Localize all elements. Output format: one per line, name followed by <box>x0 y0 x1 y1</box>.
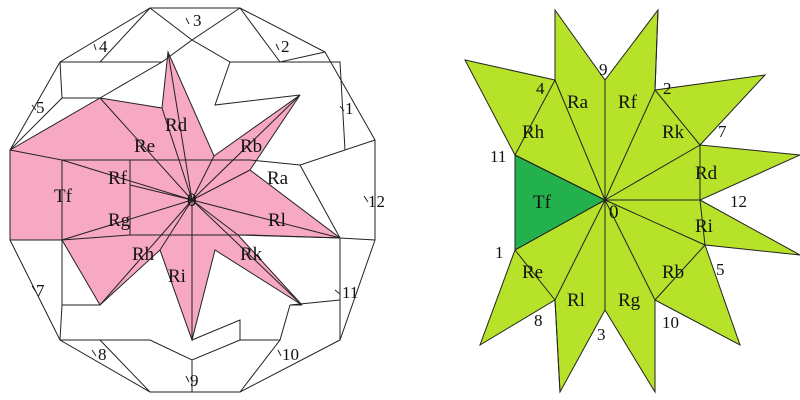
left-region-label-rf: Rf <box>108 168 128 189</box>
right-region-label-rb: Rb <box>662 262 684 283</box>
right-vertex-label-5: 5 <box>716 260 725 279</box>
left-vertex-label-3: 3 <box>193 11 202 30</box>
left-region-label-rl: Rl <box>268 210 286 231</box>
vertex-tick-marks <box>31 17 369 383</box>
right-vertex-label-8: 8 <box>534 311 543 330</box>
left-region-label-rh: Rh <box>132 244 155 265</box>
right-vertex-label-2: 2 <box>663 79 672 98</box>
right-region-label-ra: Ra <box>567 92 589 113</box>
right-region-label-ri: Ri <box>695 216 713 237</box>
right-vertex-label-3: 3 <box>597 325 606 344</box>
left-vertex-label-12: 12 <box>368 192 385 211</box>
left-region-label-rd: Rd <box>165 115 188 136</box>
left-vertex-label-11: 11 <box>342 283 358 302</box>
right-vertex-labels: 9 4 2 7 11 12 1 5 8 10 3 <box>490 60 747 344</box>
right-vertex-label-1: 1 <box>495 243 504 262</box>
right-region-label-rf: Rf <box>618 92 638 113</box>
right-region-label-rl: Rl <box>567 290 585 311</box>
left-region-label-rb: Rb <box>240 136 262 157</box>
right-star-figure: Ra Rf Rh Rk Tf Rd Ri Re Rb Rl Rg 0 9 4 2… <box>464 8 800 394</box>
left-vertex-label-7: 7 <box>36 281 45 300</box>
left-region-label-tf: Tf <box>54 186 73 207</box>
right-region-label-re: Re <box>522 262 543 283</box>
right-region-label-rk: Rk <box>662 122 685 143</box>
right-region-label-rd: Rd <box>695 163 718 184</box>
left-vertex-label-1: 1 <box>345 99 354 118</box>
right-vertex-label-4: 4 <box>536 79 545 98</box>
left-center-label: 0 <box>187 190 197 211</box>
left-region-labels: Rd Re Rb Rf Ra Tf Rg Rl Rh Rk Ri <box>54 115 289 287</box>
right-vertex-label-12: 12 <box>730 192 747 211</box>
left-dodecagon-figure: Rd Re Rb Rf Ra Tf Rg Rl Rh Rk Ri 0 3 4 2… <box>9 7 385 393</box>
left-vertex-label-5: 5 <box>36 98 45 117</box>
left-region-label-rk: Rk <box>240 244 263 265</box>
left-region-label-rg: Rg <box>108 210 131 231</box>
right-vertex-label-10: 10 <box>662 313 679 332</box>
left-vertex-label-9: 9 <box>190 371 199 390</box>
left-vertex-label-10: 10 <box>282 345 299 364</box>
left-region-label-ra: Ra <box>267 168 289 189</box>
right-region-labels: Ra Rf Rh Rk Tf Rd Ri Re Rb Rl Rg <box>522 92 718 311</box>
left-vertex-labels: 3 4 2 5 1 12 7 11 8 10 9 <box>36 11 385 390</box>
right-region-label-tf: Tf <box>533 192 552 213</box>
left-vertex-label-2: 2 <box>281 37 290 56</box>
right-center-label: 0 <box>609 202 619 223</box>
right-region-label-rh: Rh <box>522 122 545 143</box>
left-region-label-re: Re <box>134 136 155 157</box>
right-region-label-rg: Rg <box>618 290 641 311</box>
left-region-label-ri: Ri <box>168 266 186 287</box>
right-vertex-label-7: 7 <box>718 122 727 141</box>
right-vertex-label-11: 11 <box>490 147 506 166</box>
right-dividing-lines <box>514 9 706 393</box>
dissection-lines <box>9 7 376 393</box>
left-vertex-label-8: 8 <box>98 345 107 364</box>
right-vertex-label-9: 9 <box>599 60 608 79</box>
left-vertex-label-4: 4 <box>99 37 108 56</box>
